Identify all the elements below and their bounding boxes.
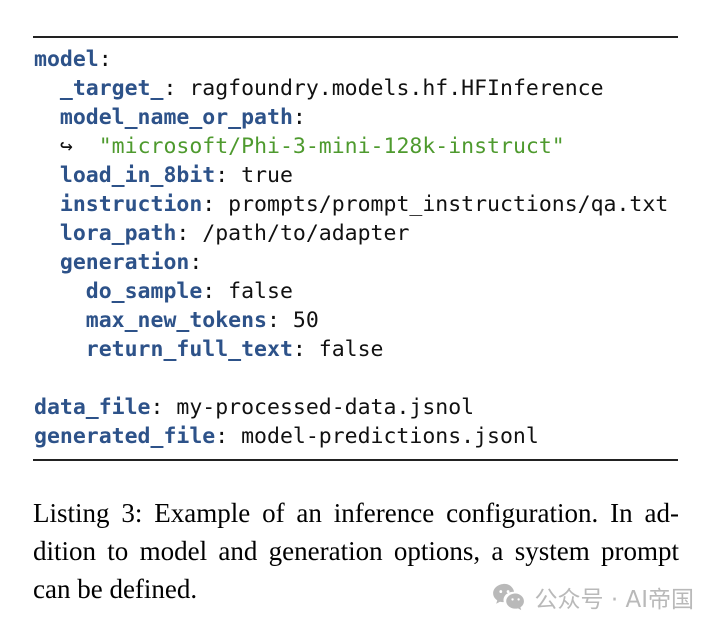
code-token-key: model — [34, 47, 99, 72]
code-line: do_sample: false — [34, 277, 694, 306]
caption-line: Listing 3: Example of an inference confi… — [33, 498, 679, 528]
code-token-plain — [34, 105, 60, 130]
caption-line: can be defined. — [33, 574, 198, 604]
wechat-watermark: 公众号 · AI帝国 — [492, 580, 694, 614]
code-line: model: — [34, 45, 694, 74]
code-line: max_new_tokens: 50 — [34, 306, 694, 335]
code-token-key: lora_path — [59, 221, 177, 246]
code-token-plain — [34, 279, 86, 304]
code-token-key: return_full_text — [85, 337, 293, 362]
code-token-plain: : 50 — [267, 308, 319, 333]
code-token-key: _target_ — [59, 76, 164, 101]
code-token-plain: : false — [202, 279, 293, 304]
code-token-key: generated_file — [34, 424, 216, 449]
code-token-key: max_new_tokens — [85, 308, 267, 333]
code-line: ↪ "microsoft/Phi-3-mini-128k-instruct" — [34, 132, 694, 161]
code-token-key: model_name_or_path — [59, 105, 293, 130]
listing-caption: Listing 3: Example of an inference confi… — [33, 494, 679, 608]
code-token-plain: : /path/to/adapter — [176, 221, 410, 246]
code-token-plain: : — [189, 250, 203, 275]
code-line: instruction: prompts/prompt_instructions… — [34, 190, 694, 219]
code-token-plain: : model-predictions.jsonl — [215, 424, 539, 449]
code-token-plain — [34, 192, 60, 217]
code-token-plain: : my-processed-data.jsnol — [150, 395, 475, 420]
code-token-key: data_file — [34, 395, 151, 420]
code-token-plain: : ragfoundry.models.hf.HFInference — [163, 76, 604, 101]
listing-bottom-rule — [33, 459, 678, 461]
yaml-code-listing: model: _target_: ragfoundry.models.hf.HF… — [34, 45, 694, 451]
code-token-plain — [73, 134, 99, 159]
caption-line: dition to model and generation options, … — [33, 536, 679, 566]
wechat-icon — [492, 583, 526, 611]
code-line — [34, 364, 694, 393]
code-line: load_in_8bit: true — [34, 161, 694, 190]
code-token-plain — [34, 221, 60, 246]
watermark-text: 公众号 · AI帝国 — [534, 587, 694, 613]
code-line: generated_file: model-predictions.jsonl — [34, 422, 694, 451]
code-token-plain — [34, 308, 86, 333]
line-continuation-arrow-icon: ↪ — [59, 134, 73, 159]
code-token-plain: : — [292, 105, 306, 130]
code-line: _target_: ragfoundry.models.hf.HFInferen… — [34, 74, 694, 103]
code-token-key: do_sample — [85, 279, 203, 304]
code-token-string: "microsoft/Phi-3-mini-128k-instruct" — [98, 134, 565, 159]
code-token-plain: : true — [215, 163, 293, 188]
code-line: data_file: my-processed-data.jsnol — [34, 393, 694, 422]
code-token-plain — [34, 163, 60, 188]
code-token-plain: : — [98, 47, 112, 72]
code-token-plain: : false — [292, 337, 384, 362]
code-token-plain: : prompts/prompt_instructions/qa.txt — [202, 192, 669, 217]
code-line: model_name_or_path: — [34, 103, 694, 132]
code-token-key: instruction — [59, 192, 203, 217]
code-token-key: load_in_8bit — [59, 163, 216, 188]
code-line: generation: — [34, 248, 694, 277]
code-token-plain — [34, 250, 60, 275]
code-line: lora_path: /path/to/adapter — [34, 219, 694, 248]
code-token-plain — [34, 134, 60, 159]
code-line: return_full_text: false — [34, 335, 694, 364]
code-token-plain — [34, 337, 86, 362]
listing-top-rule — [33, 36, 678, 38]
code-token-key: generation — [59, 250, 190, 275]
code-token-plain — [34, 76, 60, 101]
